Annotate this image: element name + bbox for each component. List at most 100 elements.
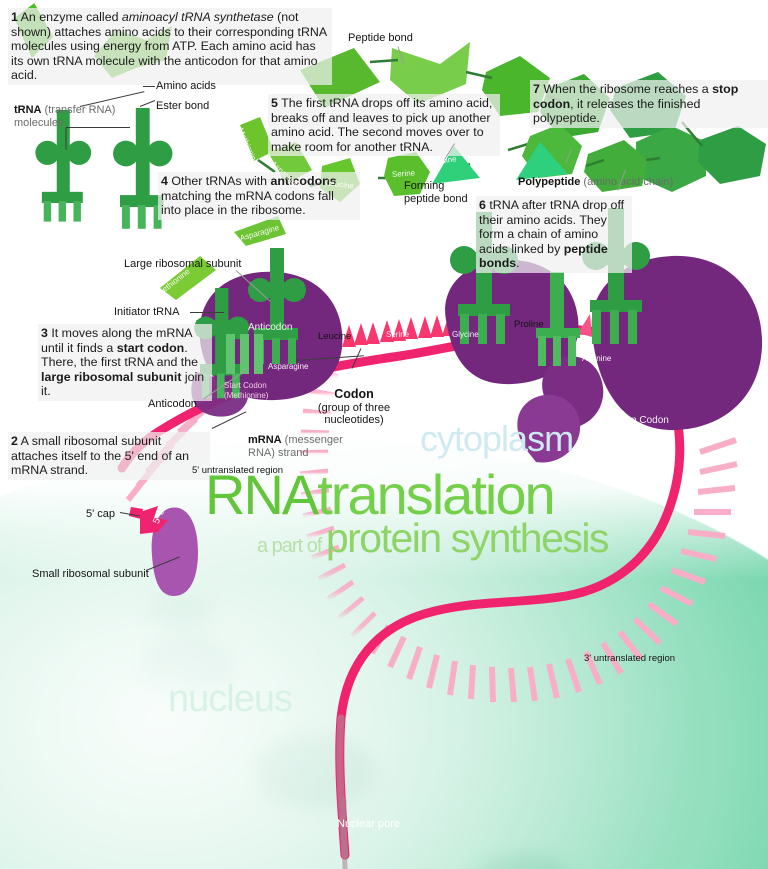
amino-acid-top-2: [390, 42, 470, 104]
label-codon-bold: Codon: [334, 387, 374, 401]
title-main-1: RNA: [205, 463, 319, 526]
step-4-bold1: anticodons: [270, 174, 337, 188]
label-codon: Codon (group of three nucleotides): [306, 388, 402, 427]
step-6-bold1: peptide bonds: [479, 241, 608, 271]
ribosome-right-shape: [591, 255, 763, 431]
leader-trna-molecules-2: [65, 127, 67, 150]
label-large-ribosomal-subunit: Large ribosomal subunit: [124, 258, 241, 271]
step-3-text: 3 It moves along the mRNA until it finds…: [38, 324, 212, 401]
label-3-utr-text: 3' untranslated region: [584, 653, 676, 664]
label-polypeptide: Polypeptide (amino acid chain): [518, 176, 673, 189]
label-mrna-bold: mRNA: [248, 434, 282, 446]
step-6-text: 6 tRNA after tRNA drop off their amino a…: [476, 196, 632, 273]
label-polypeptide-bold: Polypeptide: [518, 176, 581, 188]
label-anticodon-leader: Anticodon: [148, 398, 197, 411]
label-5-cap-text: 5' cap: [86, 508, 116, 520]
label-codon-arginine-text: Arginine: [582, 354, 612, 363]
step-6-part1: tRNA after tRNA drop off their amino aci…: [479, 198, 625, 256]
label-stop-codon-text: Stop Codon: [616, 415, 669, 426]
label-trna-bold: tRNA: [14, 104, 42, 116]
label-polypeptide-rest: (amino acid chain): [580, 176, 674, 188]
step-3-bold1: start codon: [116, 340, 185, 355]
label-forming-peptide-bond-text: Forming peptide bond: [404, 180, 468, 205]
label-amino-acids-text: Amino acids: [156, 80, 216, 92]
step-5-body: The first tRNA drops off its amino acid,…: [271, 96, 493, 154]
label-trna-rest: (transfer RNA) molecules: [14, 104, 116, 129]
step-3-part2: . There, the first tRNA and the: [41, 340, 199, 370]
trna-right-2: [536, 272, 580, 366]
nucleus-label: nucleus: [168, 678, 293, 721]
step-3-part3: join it.: [41, 369, 205, 399]
amino-acid-chain-methionine: [240, 117, 274, 161]
step-4-part2: matching the mRNA codons fall into place…: [161, 188, 334, 218]
step-2-body: A small ribosomal subunit attaches itsel…: [11, 434, 190, 478]
step-1-italic: aminoacyl tRNA synthetase: [121, 10, 274, 24]
label-codon-serine-text: Serine: [386, 330, 410, 339]
label-anticodon-in-ribosome-text: Anticodon: [248, 322, 293, 333]
leader-amino-acids: [143, 86, 155, 87]
label-nuclear-pore-text: Nuclear pore: [337, 818, 400, 830]
step-2-text: 2 A small ribosomal subunit attaches its…: [8, 432, 210, 480]
amino-acid-glycine-triangle: [516, 142, 568, 180]
label-forming-peptide-bond: Forming peptide bond: [404, 180, 472, 206]
title-main-2: translation: [317, 463, 555, 526]
label-codon-arginine: Arginine: [582, 354, 611, 363]
label-amino-acids: Amino acids: [156, 80, 216, 93]
ribosome-stop-lobe-2: [517, 394, 581, 463]
label-chain-serine: Serine: [392, 168, 416, 179]
trna-free-1: [35, 110, 92, 222]
amino-acid-top-8: [584, 140, 648, 192]
label-anticodon-leader-text: Anticodon: [148, 398, 197, 410]
amino-acid-top-7: [636, 126, 706, 192]
label-mrna-strand: mRNA (messenger RNA) strand: [248, 434, 366, 460]
label-codon-glycine-text: Glycine: [452, 330, 479, 339]
step-7-number: 7: [533, 82, 540, 96]
label-5-cap: 5' cap: [86, 508, 115, 521]
label-start-codon-sub: (Methionine): [224, 391, 269, 400]
leader-trna-molecules: [66, 127, 130, 128]
label-anticodon-in-ribosome: Anticodon: [248, 322, 292, 333]
label-3-utr: 3' untranslated region: [584, 652, 675, 665]
label-trna-molecules: tRNA (transfer RNA) molecules: [14, 104, 124, 130]
title-sub-b: protein synthesis: [325, 515, 610, 561]
amino-acid-chain-serine: [384, 152, 430, 196]
label-chain-serine-text: Serine: [391, 168, 416, 179]
step-5-text: 5 The first tRNA drops off its amino aci…: [268, 94, 500, 157]
step-1-rest: (not shown) attaches amino acids to thei…: [11, 10, 327, 83]
step-7-part2: , it releases the finished polypeptide.: [533, 96, 701, 126]
step-4-number: 4: [161, 174, 168, 188]
label-small-ribosomal-subunit: Small ribosomal subunit: [32, 568, 149, 581]
step-7-text: 7 When the ribosome reaches a stop codon…: [530, 80, 768, 128]
label-initiator-trna-text: Initiator tRNA: [114, 306, 180, 318]
cytoplasm-label-text: cytoplasm: [420, 418, 574, 459]
step-7-part1: When the ribosome reaches a: [543, 82, 713, 96]
step-7-bold1: stop codon: [533, 82, 739, 111]
label-codon-leucine: Leucine: [318, 330, 351, 343]
title-main-line: RNAtranslation: [205, 467, 556, 523]
step-6-part2: .: [516, 256, 520, 271]
mrna-strand-pore-segment: [341, 797, 348, 869]
step-3-part1: It moves along the mRNA until it finds a: [41, 326, 192, 355]
label-codon-asparagine-text: Asparagine: [268, 362, 309, 371]
label-peptide-bond-text: Peptide bond: [348, 32, 413, 44]
nucleus-label-text: nucleus: [168, 678, 293, 720]
label-5-utr-text: 5' untranslated region: [192, 465, 284, 476]
label-codon-proline-text: Proline: [514, 319, 544, 330]
step-4-text: 4 Other tRNAs with anticodons matching t…: [158, 172, 360, 220]
step-4-part1: Other tRNAs with: [171, 174, 271, 188]
page-title: RNAtranslation a part of protein synthes…: [205, 467, 610, 562]
label-ester-bond: Ester bond: [156, 100, 209, 113]
amino-acid-chain-glycine: [432, 146, 480, 184]
amino-acid-methionine-initiator: [160, 256, 216, 300]
title-sub-line: a part of protein synthesis: [257, 515, 610, 562]
label-codon-leucine-text: Leucine: [318, 331, 352, 342]
label-nuclear-pore: Nuclear pore: [337, 818, 400, 831]
small-ribosomal-subunit-shape: [151, 507, 198, 596]
amino-acid-asparagine-trna: [234, 216, 286, 246]
label-mrna-rest: (messenger RNA) strand: [248, 434, 343, 459]
step-5-number: 5: [271, 96, 278, 110]
trna-free-2: [113, 108, 173, 229]
step-2-number: 2: [11, 434, 18, 448]
label-start-codon-text: Start Codon: [224, 381, 267, 390]
